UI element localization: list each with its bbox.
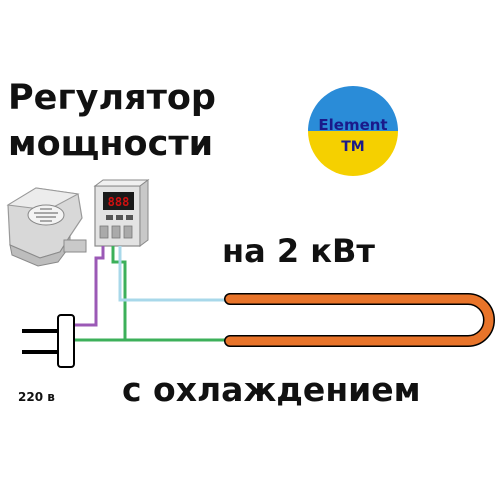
green-wire-1: [72, 246, 127, 342]
logo-text-line2: ТМ: [341, 139, 364, 155]
element-tm-logo: Element ТМ: [308, 86, 398, 176]
heater-element-icon: [224, 293, 495, 347]
power-regulator-icon: 888: [93, 179, 150, 247]
display-screen: [103, 192, 134, 210]
fan-icon: [6, 187, 87, 267]
logo-text-line1: Element: [318, 116, 387, 134]
cooling-label: с охлаждением: [122, 370, 421, 409]
lightblue-wire: [118, 246, 232, 302]
power-label: на 2 кВт: [222, 232, 375, 270]
title-line-2: мощности: [8, 124, 214, 164]
display-digits: 888: [108, 195, 130, 209]
voltage-label: 220 в: [18, 390, 55, 404]
plug-icon: [22, 314, 75, 368]
purple-wire: [72, 246, 105, 327]
title-line-1: Регулятор: [8, 78, 216, 118]
